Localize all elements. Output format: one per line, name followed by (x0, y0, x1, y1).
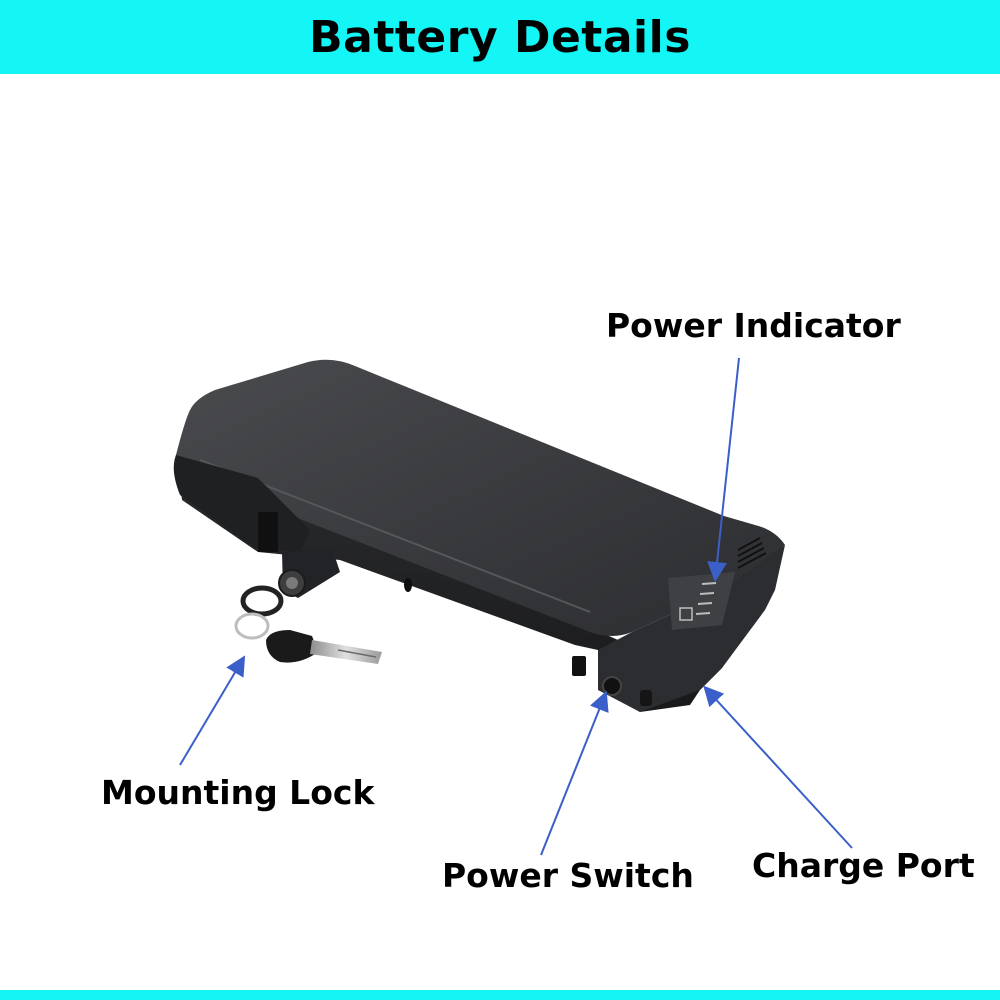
power-indicator-panel (668, 572, 735, 630)
callout-arrows (179, 357, 853, 856)
battery-end-cap (173, 455, 310, 552)
lock-and-key (234, 548, 382, 664)
vent-slots-icon (737, 537, 767, 569)
battery-front-cap (404, 537, 785, 712)
arrow-power-indicator (707, 357, 740, 582)
arrow-mounting-lock (179, 655, 246, 766)
page-title: Battery Details (309, 11, 691, 63)
header-bar: Battery Details (0, 0, 1000, 74)
power-switch-button (602, 676, 622, 696)
arrow-charge-port (703, 685, 853, 849)
label-power-switch: Power Switch (442, 856, 694, 895)
label-mounting-lock: Mounting Lock (101, 773, 375, 812)
label-power-indicator: Power Indicator (606, 306, 901, 345)
led-bars-icon (679, 582, 717, 621)
charge-port-socket (640, 690, 652, 706)
footer-bar (0, 990, 1000, 1000)
arrow-power-switch (540, 690, 609, 856)
label-charge-port: Charge Port (752, 846, 975, 885)
rail-slot (572, 656, 586, 676)
